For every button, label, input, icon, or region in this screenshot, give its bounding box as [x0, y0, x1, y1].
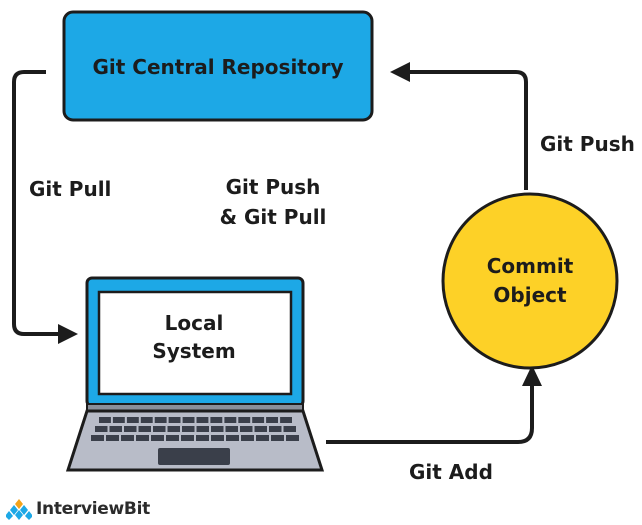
keyboard-key	[210, 417, 223, 423]
keyboard-key	[238, 417, 251, 423]
commit-label-line-2: Object	[493, 283, 567, 307]
keyboard-key	[166, 435, 179, 441]
keyboard-key	[226, 435, 239, 441]
keyboard-key	[196, 426, 209, 432]
keyboard-key	[182, 426, 195, 432]
git-push-pull-label: Git Push & Git Pull	[198, 172, 348, 232]
keyboard-key	[154, 417, 167, 423]
keyboard-key	[256, 435, 269, 441]
keyboard-key	[196, 435, 209, 441]
commit-object-label: Commit Object	[450, 252, 610, 310]
keyboard-key	[151, 435, 164, 441]
local-label-line-1: Local	[164, 311, 224, 335]
keyboard-key	[240, 426, 253, 432]
keyboard-key	[225, 426, 238, 432]
central-repository-label: Git Central Repository	[92, 55, 344, 79]
git-pull-label: Git Pull	[29, 177, 112, 201]
keyboard-key	[95, 426, 108, 432]
keyboard-key	[121, 435, 134, 441]
laptop-keyboard	[91, 417, 299, 441]
keyboard-key	[140, 417, 153, 423]
git-pull-arrowhead	[58, 324, 78, 344]
keyboard-key	[181, 435, 194, 441]
git-pull-arrow	[12, 70, 62, 336]
keyboard-key	[167, 426, 180, 432]
keyboard-key	[106, 435, 119, 441]
git-push-arrow	[405, 70, 528, 190]
keyboard-key	[224, 417, 237, 423]
commit-object-circle	[441, 192, 619, 370]
keyboard-key	[286, 435, 299, 441]
keyboard-key	[271, 435, 284, 441]
keyboard-key	[91, 435, 104, 441]
laptop-icon	[65, 276, 325, 472]
keyboard-key	[182, 417, 195, 423]
keyboard-key	[269, 426, 282, 432]
keyboard-key	[153, 426, 166, 432]
keyboard-key	[196, 417, 209, 423]
keyboard-key	[252, 417, 265, 423]
git-add-arrowhead	[522, 365, 542, 386]
commit-label-line-1: Commit	[486, 254, 574, 278]
git-add-arrow	[326, 382, 534, 444]
central-repository-box	[62, 10, 374, 122]
logo-text: InterviewBit	[36, 499, 150, 519]
push-pull-line-1: Git Push	[225, 175, 321, 199]
laptop-touchpad	[158, 448, 230, 465]
logo-mark-icon	[6, 499, 32, 520]
keyboard-key	[168, 417, 181, 423]
keyboard-key	[126, 417, 139, 423]
keyboard-key	[211, 426, 224, 432]
keyboard-key	[211, 435, 224, 441]
keyboard-key	[109, 426, 122, 432]
git-push-label: Git Push	[540, 132, 635, 156]
git-add-label: Git Add	[409, 460, 493, 484]
laptop-base	[65, 409, 325, 472]
push-pull-line-2: & Git Pull	[219, 205, 327, 229]
git-push-arrowhead	[390, 62, 410, 82]
keyboard-key	[280, 417, 292, 423]
keyboard-key	[266, 417, 278, 423]
keyboard-key	[138, 426, 151, 432]
laptop-screen	[97, 290, 293, 396]
keyboard-key	[283, 426, 296, 432]
keyboard-key	[124, 426, 137, 432]
local-system-label: Local System	[98, 309, 290, 365]
interviewbit-logo: InterviewBit	[6, 497, 150, 521]
keyboard-key	[136, 435, 149, 441]
keyboard-key	[99, 417, 111, 423]
keyboard-key	[254, 426, 267, 432]
local-label-line-2: System	[152, 339, 236, 363]
keyboard-key	[241, 435, 254, 441]
keyboard-key	[112, 417, 125, 423]
